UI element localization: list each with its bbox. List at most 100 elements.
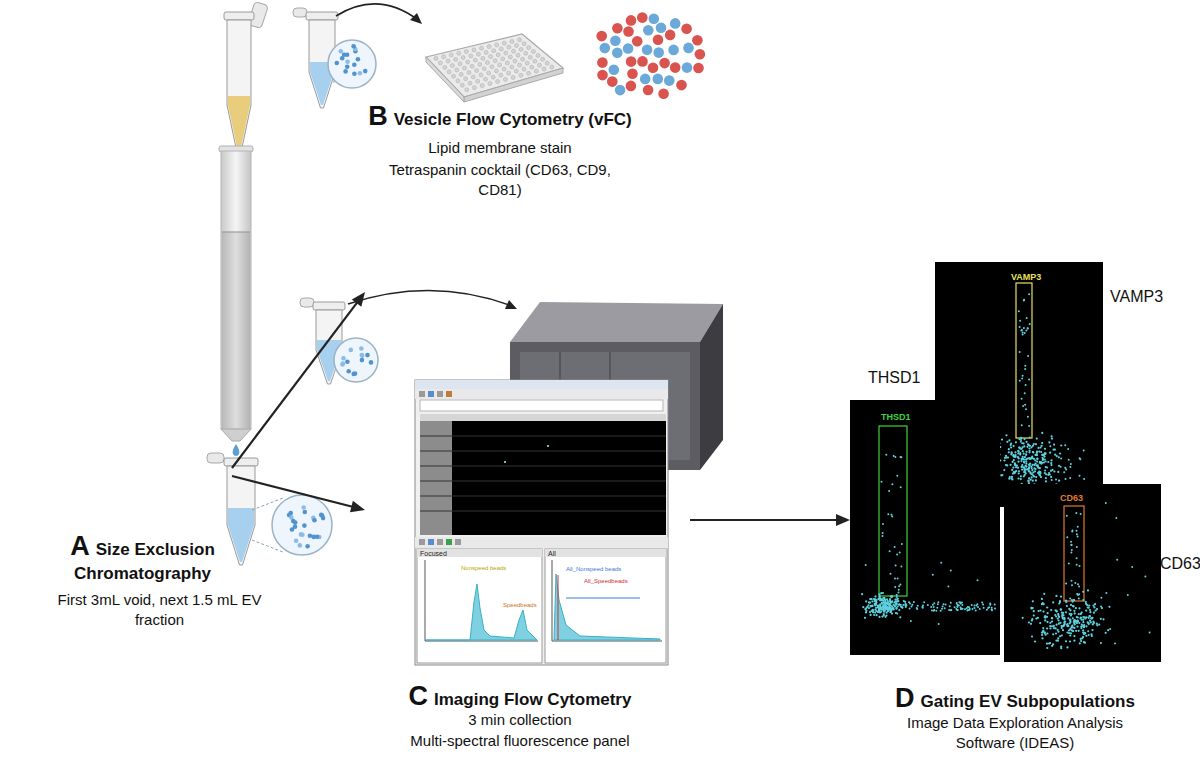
panel-letter: A: [70, 531, 90, 561]
event-dot: [950, 609, 952, 611]
event-dot: [1075, 621, 1077, 623]
panel-description: Lipid membrane stain: [375, 138, 625, 158]
illustration-shape: [417, 549, 542, 557]
event-dot: [1010, 442, 1012, 444]
event-dot: [1080, 616, 1082, 618]
plate-well: [478, 62, 482, 66]
event-dot: [1018, 310, 1020, 312]
event-dot: [1045, 477, 1047, 479]
event-dot: [880, 606, 882, 608]
panel-tab: Focused: [420, 550, 447, 557]
event-dot: [1021, 378, 1023, 380]
event-dot: [891, 601, 893, 603]
vesicle-dot: [612, 48, 623, 59]
event-dot: [1025, 463, 1027, 465]
illustration-shape: [464, 68, 563, 102]
event-dot: [1083, 478, 1085, 480]
event-dot: [1093, 612, 1095, 614]
event-dot: [898, 609, 900, 611]
event-dot: [872, 611, 874, 613]
event-dot: [937, 601, 939, 603]
vesicle-dot: [637, 56, 648, 67]
event-dot: [1041, 637, 1043, 639]
illustration-shape: [221, 151, 251, 429]
plate-well: [471, 75, 475, 79]
vesicle-dot: [305, 544, 310, 549]
event-dot: [1028, 425, 1030, 427]
event-dot: [1075, 607, 1077, 609]
event-dot: [1023, 327, 1025, 329]
event-dot: [1076, 564, 1078, 566]
event-dot: [1025, 408, 1027, 410]
event-dot: [1039, 474, 1041, 476]
event-dot: [884, 600, 886, 602]
event-dot: [874, 599, 876, 601]
event-dot: [911, 604, 913, 606]
event-dot: [878, 605, 880, 607]
plate-well: [466, 60, 470, 64]
plate-well: [516, 53, 520, 57]
event-dot: [1033, 458, 1035, 460]
vesicle-dot: [623, 26, 634, 37]
event-dot: [1073, 619, 1075, 621]
event-dot: [1083, 626, 1085, 628]
event-dot: [1008, 478, 1010, 480]
event-dot: [1084, 617, 1086, 619]
event-dot: [881, 481, 883, 483]
plate-well: [487, 71, 491, 75]
event-dot: [1036, 438, 1038, 440]
arrow-head: [352, 292, 365, 307]
event-dot: [1031, 469, 1033, 471]
event-dot: [957, 605, 959, 607]
event-dot: [1061, 612, 1063, 614]
illustration-shape: [334, 338, 378, 382]
event-dot: [895, 565, 897, 567]
software-screenshot: [415, 380, 668, 665]
event-dot: [1040, 463, 1042, 465]
vesicle-dot: [676, 80, 687, 91]
vesicle-dot: [341, 356, 346, 361]
event-dot: [1023, 299, 1025, 301]
event-dot: [888, 490, 890, 492]
event-dot: [1076, 546, 1078, 548]
event-dot: [1079, 475, 1081, 477]
illustration-shape: [426, 57, 464, 102]
plate-well: [452, 74, 456, 78]
panel-text: First 3mL void, next 1.5 mL EV fraction: [58, 591, 262, 628]
event-dot: [941, 608, 943, 610]
illustration-shape: [336, 4, 418, 20]
illustration-shape: [419, 391, 425, 397]
vesicle-dot: [352, 62, 357, 67]
event-dot: [861, 593, 863, 595]
event-dot: [900, 456, 902, 458]
event-dot: [1025, 384, 1027, 386]
event-dot: [1043, 593, 1045, 595]
plate-well: [456, 79, 460, 83]
event-dot: [1020, 478, 1022, 480]
event-dot: [1018, 447, 1020, 449]
event-dot: [1052, 643, 1054, 645]
event-dot: [1066, 515, 1068, 517]
event-dot: [1042, 602, 1044, 604]
vesicle-dot: [607, 76, 618, 87]
event-dot: [1032, 445, 1034, 447]
event-dot: [1057, 613, 1059, 615]
event-dot: [966, 607, 968, 609]
event-dot: [1081, 637, 1083, 639]
plate-well: [450, 64, 454, 68]
event-dot: [877, 605, 879, 607]
event-dot: [1079, 457, 1081, 459]
illustration-shape: [224, 12, 254, 20]
plate-well: [527, 46, 531, 50]
event-dot: [903, 600, 905, 602]
event-dot: [1025, 454, 1027, 456]
event-dot: [936, 607, 938, 609]
event-dot: [1044, 452, 1046, 454]
event-dot: [1044, 448, 1046, 450]
event-dot: [1020, 460, 1022, 462]
vesicle-dot: [626, 56, 637, 67]
event-dot: [883, 611, 885, 613]
event-dot: [1062, 629, 1064, 631]
event-dot: [1067, 448, 1069, 450]
plate-well: [469, 54, 473, 58]
